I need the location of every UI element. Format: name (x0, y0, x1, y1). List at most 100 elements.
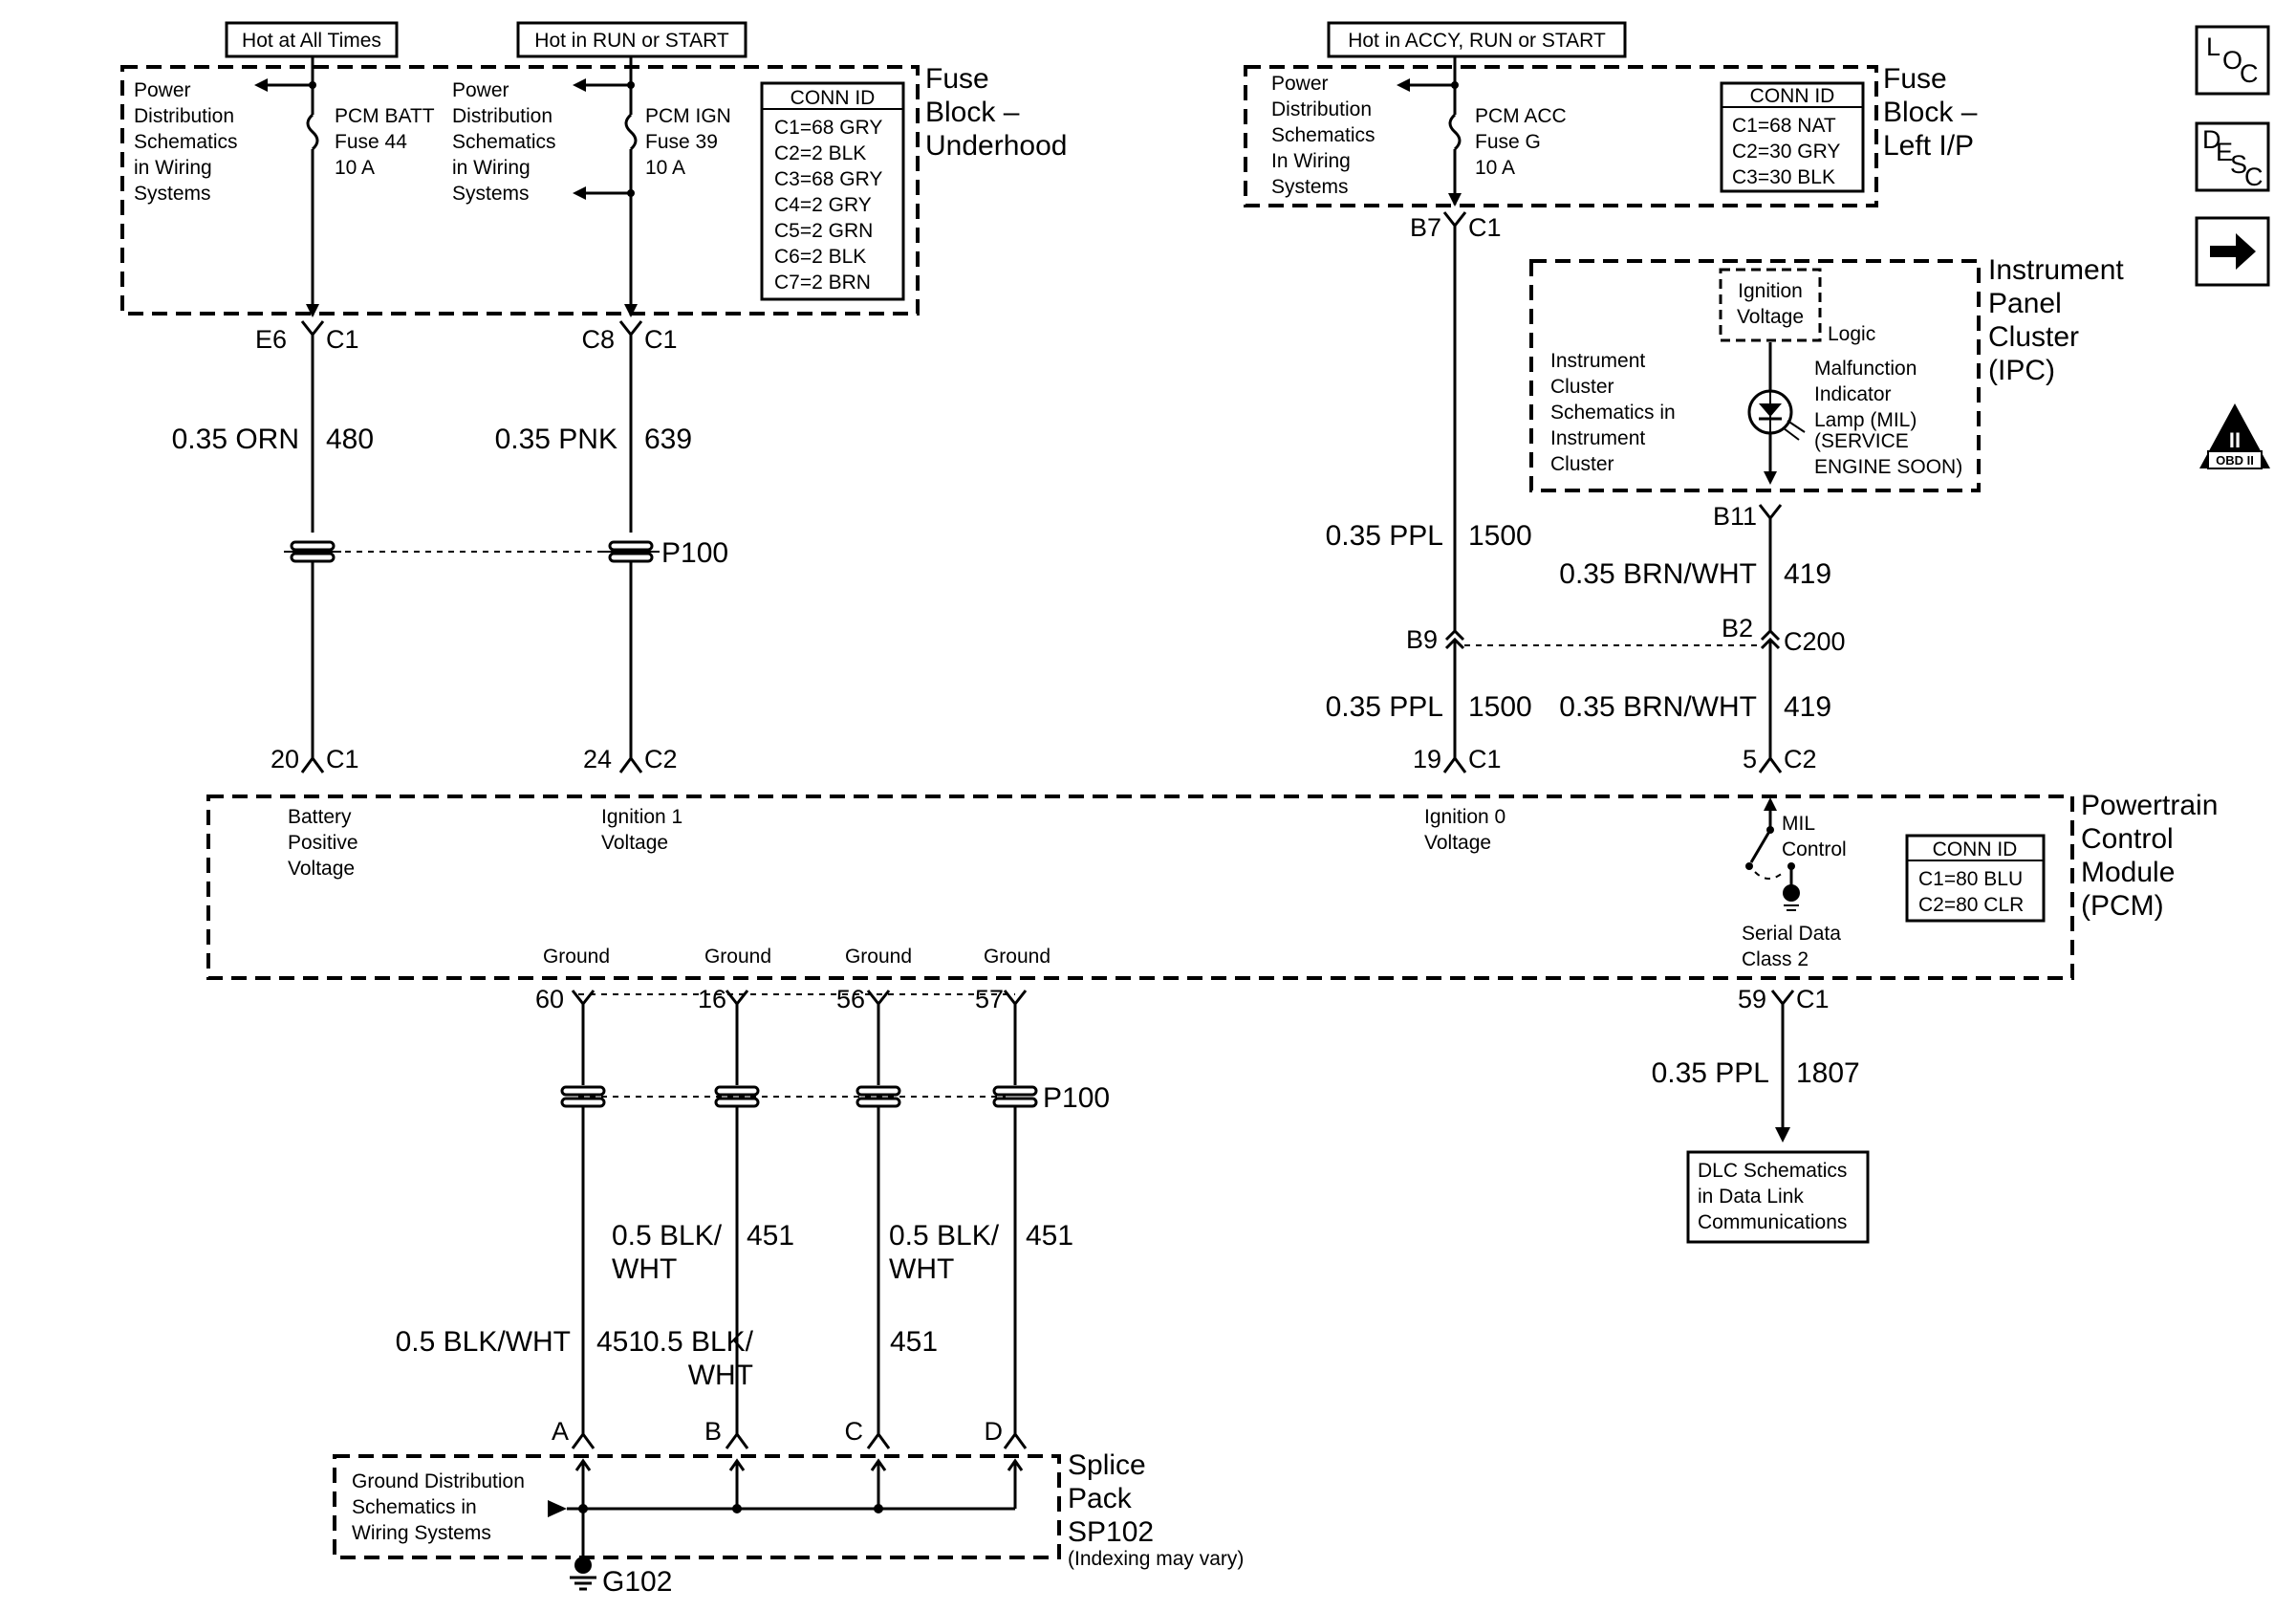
svg-text:PCM IGN: PCM IGN (645, 105, 731, 127)
connector-icon (300, 755, 325, 773)
svg-text:C3=30 BLK: C3=30 BLK (1732, 166, 1835, 188)
connector-icon (571, 1431, 596, 1449)
ground-g102-label: G102 (602, 1566, 672, 1598)
svg-text:Battery: Battery (288, 806, 352, 828)
svg-text:60: 60 (535, 985, 564, 1013)
ground-distribution-ref: Ground Distribution Schematics in Wiring… (352, 1470, 525, 1544)
svg-text:OBD II: OBD II (2216, 453, 2254, 468)
svg-text:Hot at All Times: Hot at All Times (242, 30, 381, 52)
svg-text:0.35 PPL: 0.35 PPL (1652, 1057, 1769, 1089)
svg-text:Lamp (MIL): Lamp (MIL) (1814, 409, 1917, 431)
logic-label: Logic (1828, 323, 1875, 345)
desc-button[interactable]: D E S C (2195, 121, 2270, 192)
svg-text:C1: C1 (1796, 985, 1830, 1013)
svg-text:In Wiring: In Wiring (1271, 150, 1351, 172)
svg-text:Block –: Block – (1883, 97, 1978, 128)
dlc-schematics-ref: DLC Schematics in Data Link Communicatio… (1686, 1150, 1870, 1244)
svg-text:C1: C1 (326, 745, 359, 773)
svg-text:A: A (552, 1417, 569, 1446)
ground-circuit-57: 57 451 D (975, 985, 1073, 1449)
svg-text:C5=2 GRN: C5=2 GRN (774, 220, 873, 242)
svg-text:PCM ACC: PCM ACC (1475, 105, 1567, 127)
svg-text:Hot in RUN or START: Hot in RUN or START (534, 30, 729, 52)
svg-text:S: S (2230, 150, 2247, 179)
circuit-1500: B7 C1 0.35 PPL 1500 B9 0.35 PPL 1500 19 … (1326, 56, 1532, 773)
svg-text:Schematics in: Schematics in (1550, 402, 1676, 424)
connector-icon (866, 990, 891, 1007)
loc-button[interactable]: L O C (2195, 25, 2270, 96)
fuse-block-underhood: Fuse Block – Underhood Power Distributio… (120, 63, 1067, 316)
svg-text:D: D (985, 1417, 1004, 1446)
svg-text:Class 2: Class 2 (1742, 948, 1809, 970)
power-distribution-ref-1: Power Distribution Schematics in Wiring … (134, 79, 238, 205)
svg-text:Voltage: Voltage (1424, 832, 1491, 854)
powertrain-control-module: Powertrain Control Module (PCM) Battery … (206, 790, 2218, 980)
svg-text:DLC Schematics: DLC Schematics (1698, 1160, 1847, 1182)
svg-text:Cluster: Cluster (1988, 321, 2079, 353)
mil-control-label: MIL Control (1782, 813, 1847, 860)
svg-text:C1: C1 (326, 325, 359, 354)
svg-text:Power: Power (134, 79, 191, 101)
fuse-icon (306, 113, 319, 151)
mil-label: Malfunction Indicator Lamp (MIL) (SERVIC… (1814, 358, 1962, 478)
svg-text:ENGINE SOON): ENGINE SOON) (1814, 456, 1962, 478)
svg-text:24: 24 (583, 745, 612, 773)
conn-id-table-left-ip: CONN ID C1=68 NAT C2=30 GRY C3=30 BLK (1720, 81, 1865, 193)
connector-icon (1770, 990, 1795, 1007)
connector-icon (1003, 990, 1028, 1007)
svg-text:C1=68 GRY: C1=68 GRY (774, 117, 882, 139)
circuit-480: E6 C1 0.35 ORN 480 20 C1 (172, 56, 374, 773)
svg-text:C: C (2240, 59, 2259, 88)
connector-icon (866, 1431, 891, 1449)
svg-text:0.5 BLK/: 0.5 BLK/ (643, 1326, 754, 1358)
connector-icon (1758, 755, 1783, 773)
svg-text:Systems: Systems (1271, 176, 1349, 198)
inline-connector-icon (714, 1085, 760, 1108)
svg-text:Positive: Positive (288, 832, 358, 854)
svg-text:L: L (2206, 33, 2220, 61)
svg-text:Pack: Pack (1068, 1483, 1133, 1514)
arrow-right-icon[interactable] (2195, 216, 2270, 287)
svg-text:639: 639 (644, 424, 692, 455)
svg-text:Powertrain: Powertrain (2081, 790, 2218, 821)
splice-pack-sp102: Splice Pack SP102 (Indexing may vary) Gr… (333, 1449, 1244, 1570)
fuse-icon (1448, 113, 1462, 151)
conn-id-table-underhood: CONN ID C1=68 GRY C2=2 BLK C3=68 GRY C4=… (760, 81, 905, 301)
svg-text:C1: C1 (1468, 745, 1502, 773)
connector-icon (618, 320, 643, 337)
svg-text:Power: Power (452, 79, 509, 101)
connector-icon (1003, 1431, 1028, 1449)
svg-text:Ignition 0: Ignition 0 (1424, 806, 1505, 828)
serial-data-label: Serial Data Class 2 (1742, 923, 1841, 970)
svg-text:Schematics: Schematics (1271, 124, 1375, 146)
svg-text:B9: B9 (1406, 625, 1438, 654)
obd-ii-icon: II OBD II (2199, 403, 2270, 469)
svg-text:1807: 1807 (1796, 1057, 1860, 1089)
svg-text:0.35 PNK: 0.35 PNK (495, 424, 617, 455)
p100-label-top: P100 (661, 537, 728, 569)
svg-text:Ignition: Ignition (1738, 280, 1803, 302)
inline-connector-icon (992, 1085, 1038, 1108)
circuit-1807: 59 C1 0.35 PPL 1807 (1652, 985, 1860, 1143)
ipc-schematics-ref: Instrument Cluster Schematics in Instrum… (1550, 350, 1676, 475)
svg-text:Systems: Systems (134, 183, 211, 205)
svg-text:Power: Power (1271, 73, 1329, 95)
ground-circuit-60: 60 0.5 BLK/WHT 451 A (396, 985, 644, 1449)
svg-text:20: 20 (271, 745, 299, 773)
svg-text:16: 16 (698, 985, 726, 1013)
svg-text:C2=30 GRY: C2=30 GRY (1732, 141, 1840, 163)
svg-text:(PCM): (PCM) (2081, 890, 2164, 922)
svg-text:WHT: WHT (612, 1253, 677, 1285)
header-hot-run-start: Hot in RUN or START (516, 21, 747, 58)
svg-text:C1=68 NAT: C1=68 NAT (1732, 115, 1836, 137)
svg-text:MIL: MIL (1782, 813, 1815, 835)
svg-text:C2: C2 (644, 745, 678, 773)
svg-text:451: 451 (596, 1326, 644, 1358)
svg-text:Control: Control (2081, 823, 2174, 855)
ground-label-16: Ground (704, 946, 771, 968)
conn-id-table-pcm: CONN ID C1=80 BLU C2=80 CLR (1905, 834, 2046, 923)
svg-text:Fuse G: Fuse G (1475, 131, 1541, 153)
pcm-battery-positive-label: Battery Positive Voltage (288, 806, 358, 880)
svg-text:Fuse 44: Fuse 44 (335, 131, 407, 153)
svg-text:Cluster: Cluster (1550, 376, 1614, 398)
